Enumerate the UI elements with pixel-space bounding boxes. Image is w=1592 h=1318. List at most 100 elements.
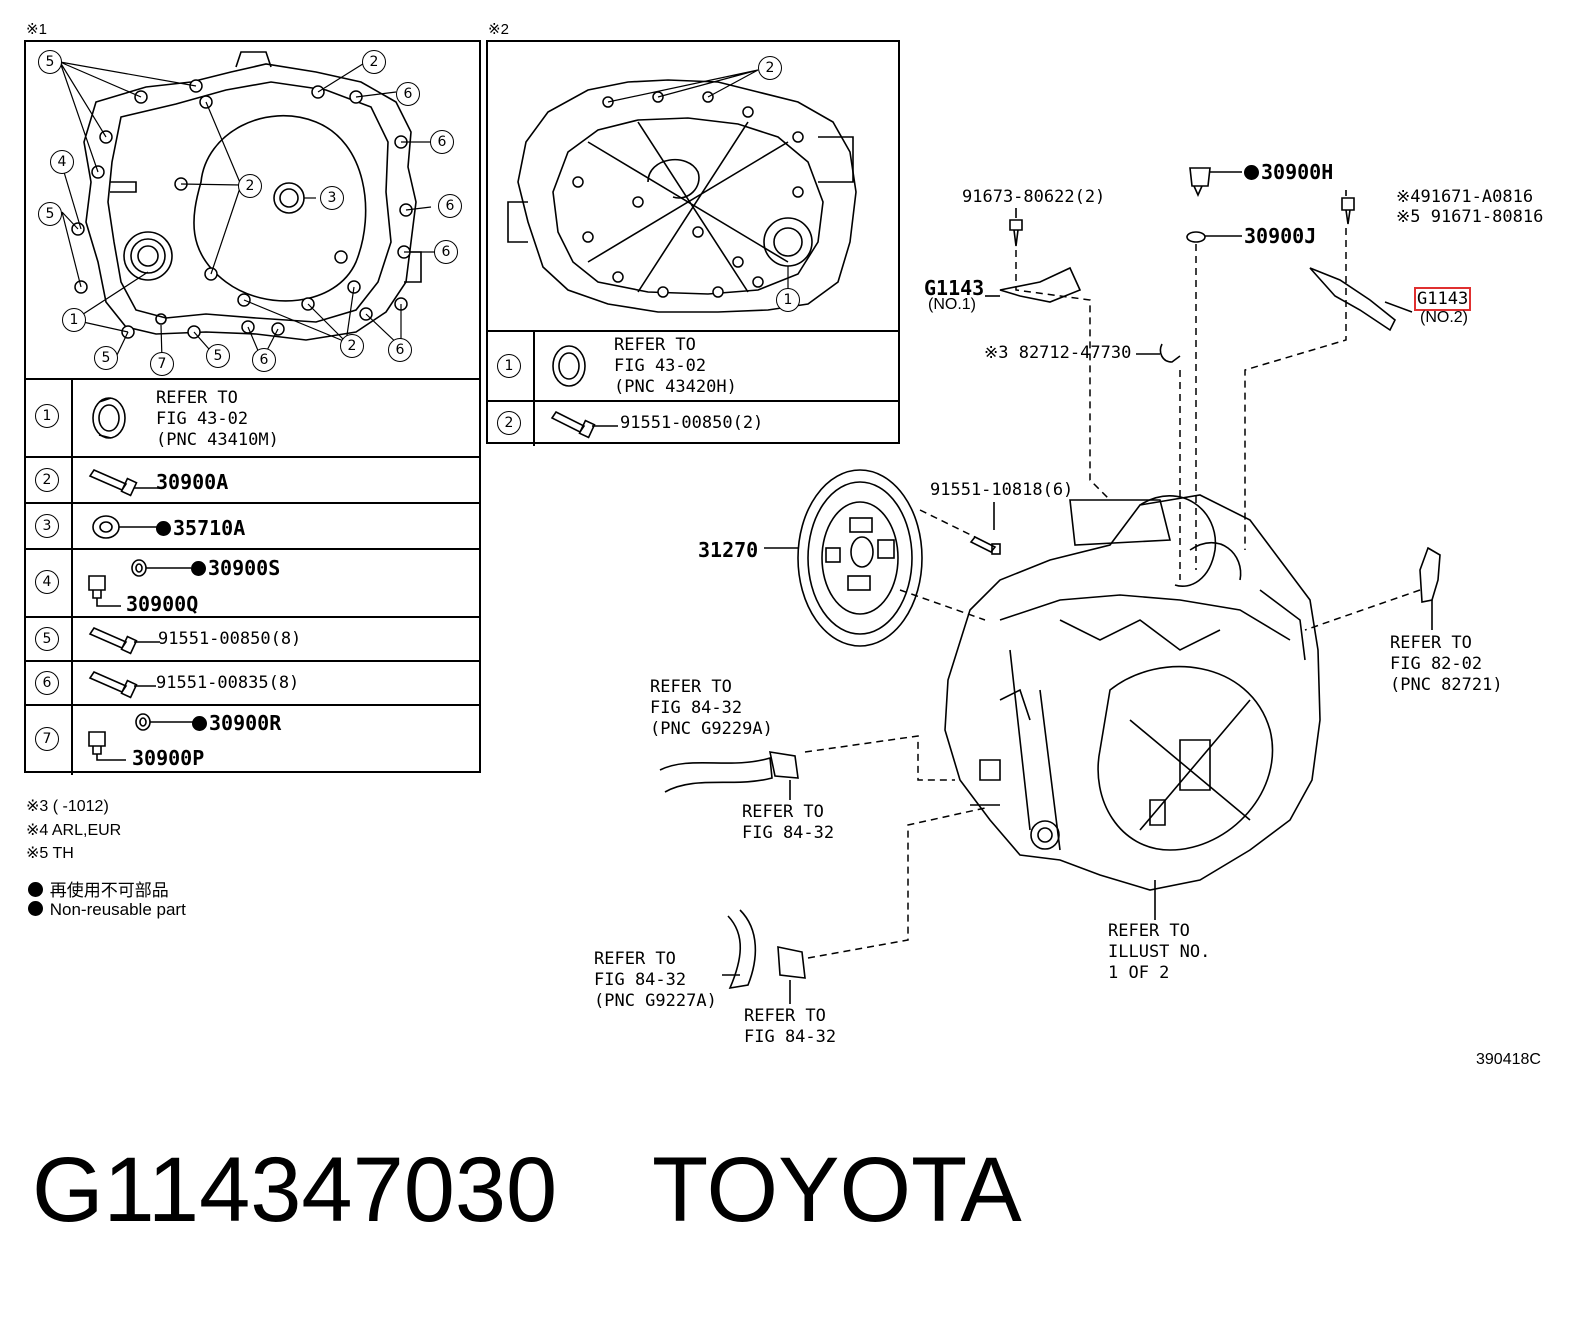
callout-5: 5: [38, 50, 62, 74]
callout-6: 6: [396, 82, 420, 106]
nonreusable-dot-icon: [1244, 165, 1259, 180]
callout-6: 6: [434, 240, 458, 264]
caption-brand: TOYOTA: [652, 1139, 1022, 1241]
drain-plug-icon: [88, 713, 193, 761]
left-panel: 5 2 6 6 4 2 3 6 5 6 1 2 6 5 7 5 6 1 REFE…: [24, 40, 481, 775]
marker-1: ※1: [26, 21, 47, 38]
right-panel: 2 1 1 REFER TO FIG 43-02 (PNC 43420H) 2 …: [486, 40, 900, 446]
callout-3: 3: [320, 186, 344, 210]
bolt-icon: [88, 626, 160, 655]
callout-5: 5: [38, 202, 62, 226]
reference-line: FIG 84-32: [594, 970, 687, 990]
reference-line: REFER TO: [156, 388, 238, 408]
seal-icon: [92, 515, 158, 539]
nonreusable-dot-icon: [191, 561, 206, 576]
callout-2: 2: [362, 50, 386, 74]
note-5: ※5 TH: [26, 845, 74, 862]
table-row: 2 30900A: [26, 456, 479, 504]
no1-label: (NO.1): [928, 296, 976, 313]
part-30900J: 30900J: [1244, 224, 1317, 248]
reference-line: (PNC G9229A): [650, 719, 773, 739]
part-30900H: 30900H: [1244, 160, 1333, 184]
callout-6: 6: [438, 194, 462, 218]
legend-en: Non-reusable part: [28, 900, 186, 920]
g1143-no1-label: G1143: [924, 276, 985, 300]
part-number: 35710A: [156, 516, 245, 540]
table-row: 5 91551-00850(8): [26, 616, 479, 662]
table-row: 1 REFER TO FIG 43-02 (PNC 43410M): [26, 378, 479, 458]
case-cover-drawing: [507, 69, 857, 313]
reference-line: FIG 84-32: [742, 823, 835, 843]
reference-line: REFER TO: [594, 949, 676, 969]
nonreusable-dot-icon: [28, 901, 43, 916]
part-91671-b: ※5 91671-80816: [1396, 207, 1544, 227]
table-row: 2 91551-00850(2): [488, 400, 898, 446]
reference-line: (PNC G9227A): [594, 991, 717, 1011]
reference-line: 1 OF 2: [1108, 963, 1170, 983]
reference-line: FIG 43-02: [156, 409, 249, 429]
no2-label: (NO.2): [1420, 309, 1468, 326]
callout-4: 4: [50, 150, 74, 174]
reference-line: FIG 84-32: [650, 698, 743, 718]
drain-plug-icon: [88, 559, 191, 607]
callout-5: 5: [94, 346, 118, 370]
callout-6: 6: [430, 130, 454, 154]
bolt-icon: [88, 670, 156, 699]
reference-line: ILLUST NO.: [1108, 942, 1211, 962]
marker-2: ※2: [488, 21, 509, 38]
part-number: 91551-00850(2): [620, 413, 764, 433]
legend-jp: 再使用不可部品: [28, 876, 169, 901]
note-4: ※4 ARL,EUR: [26, 822, 122, 839]
row-number: 1: [35, 404, 59, 428]
reference-line: (PNC 43410M): [156, 430, 279, 450]
row-number: 2: [35, 468, 59, 492]
nonreusable-dot-icon: [192, 716, 207, 731]
part-91671-a: ※491671-A0816: [1396, 187, 1534, 207]
reference-line: REFER TO: [614, 335, 696, 355]
callout-2: 2: [340, 334, 364, 358]
reference-line: REFER TO: [1390, 633, 1472, 653]
transaxle-housing-drawing: [59, 51, 436, 361]
table-row: 4 30900S 30900Q: [26, 548, 479, 618]
reference-line: (PNC 82721): [1390, 675, 1503, 695]
reference-line: FIG 82-02: [1390, 654, 1483, 674]
part-number: 30900S: [191, 556, 280, 580]
table-row: 7 30900R 30900P: [26, 704, 479, 775]
part-number: 30900A: [156, 470, 229, 494]
bolt-icon: [550, 410, 618, 439]
reference-line: FIG 84-32: [744, 1027, 837, 1047]
nonreusable-dot-icon: [28, 882, 43, 897]
note-3: ※3 ( -1012): [26, 798, 109, 815]
part-82712: ※3 82712-47730: [984, 343, 1132, 363]
row-number: 4: [35, 570, 59, 594]
table-row: 1 REFER TO FIG 43-02 (PNC 43420H): [488, 330, 898, 402]
caption-part-number: G114347030: [32, 1139, 558, 1241]
row-number: 1: [497, 354, 521, 378]
row-number: 3: [35, 514, 59, 538]
part-number: 30900P: [132, 746, 205, 770]
callout-7: 7: [150, 352, 174, 376]
oil-seal-icon: [92, 397, 126, 439]
row-number: 2: [497, 411, 521, 435]
callout-2: 2: [238, 174, 262, 198]
row-number: 6: [35, 671, 59, 695]
part-31270: 31270: [698, 538, 759, 562]
g1143-no2-highlight[interactable]: G1143: [1414, 287, 1472, 311]
part-91673: 91673-80622(2): [962, 187, 1106, 207]
callout-1: 1: [62, 308, 86, 332]
part-number: 30900Q: [126, 592, 199, 616]
table-row: 6 91551-00835(8): [26, 660, 479, 706]
part-91551-10818: 91551-10818(6): [930, 480, 1074, 500]
callout-1: 1: [776, 288, 800, 312]
row-number: 5: [35, 627, 59, 651]
callout-2: 2: [758, 56, 782, 80]
part-number: 30900R: [192, 711, 281, 735]
part-number: 91551-00835(8): [156, 673, 300, 693]
reference-line: FIG 43-02: [614, 356, 707, 376]
nonreusable-dot-icon: [156, 521, 171, 536]
part-number: 91551-00850(8): [158, 629, 302, 649]
reference-line: (PNC 43420H): [614, 377, 737, 397]
row-number: 7: [35, 727, 59, 751]
reference-line: REFER TO: [742, 802, 824, 822]
